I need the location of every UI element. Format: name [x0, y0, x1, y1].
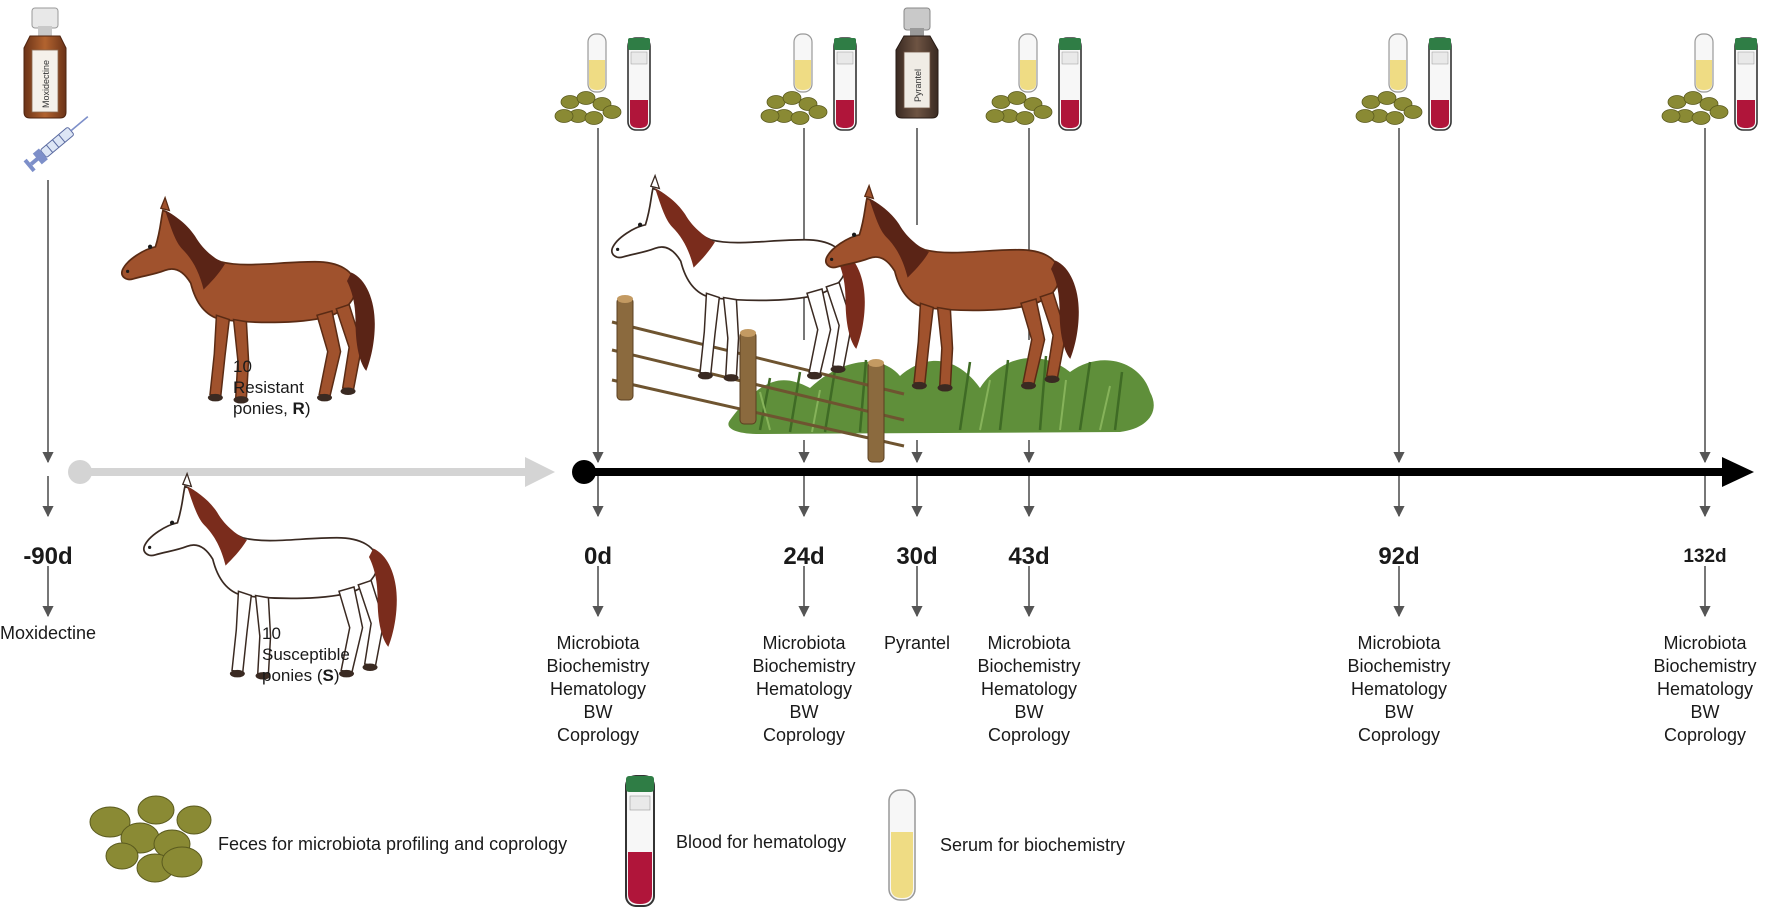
sample-icon-group [1661, 33, 1758, 131]
main-timeline [572, 457, 1754, 487]
sample-icon-group [554, 33, 651, 131]
resistant-group-label: 10 Resistant ponies, R) [233, 356, 311, 419]
sample-icon-groups [554, 33, 1758, 131]
blood-tube-icon [1734, 37, 1758, 131]
moxidectine-bottle-icon: Moxidectine [23, 7, 67, 119]
bay-horse-resistant-icon [121, 195, 375, 404]
feces-icon [1355, 91, 1423, 125]
sample-icon-group [985, 33, 1082, 131]
fence-icon [611, 295, 905, 463]
syringe-icon [23, 115, 89, 173]
susceptible-group-label: 10 Susceptible ponies (S) [262, 623, 350, 686]
paint-horse-pasture-icon [611, 173, 865, 382]
feces-icon [760, 91, 828, 125]
timepoint-day-minus90: -90d [23, 543, 73, 570]
legend-feces-icon [89, 795, 212, 883]
bay-horse-pasture-icon [825, 183, 1079, 392]
timepoint-day-43: 43d [1008, 543, 1050, 570]
legend-feces-label: Feces for microbiota profiling and copro… [218, 834, 568, 854]
sample-icon-group [760, 33, 857, 131]
legend-serum-tube-icon [888, 789, 916, 901]
timepoint-day-132: 132d [1683, 546, 1727, 567]
pre-period-arrow [68, 457, 555, 487]
sample-icon-group [1355, 33, 1452, 131]
legend-blood-tube-icon [625, 775, 655, 907]
timepoint-connectors [42, 128, 1711, 618]
serum-tube-icon [1388, 33, 1408, 93]
feces-icon [1661, 91, 1729, 125]
susceptible-line2: ponies (S) [262, 666, 340, 685]
feces-icon [554, 91, 622, 125]
timepoint-events-minus90: Moxidectine [0, 623, 97, 643]
blood-tube-icon [833, 37, 857, 131]
timepoint-events-30: Pyrantel [883, 633, 951, 653]
timepoint-day-24: 24d [783, 543, 825, 570]
feces-icon [985, 91, 1053, 125]
pyrantel-bottle-label: Pyrantel [913, 69, 923, 102]
susceptible-count: 10 [262, 624, 281, 643]
legend-blood-label: Blood for hematology [676, 832, 847, 852]
moxidectine-bottle-label: Moxidectine [41, 60, 51, 108]
timepoint-day-30: 30d [896, 543, 938, 570]
timepoint-day-92: 92d [1378, 543, 1420, 570]
serum-tube-icon [1018, 33, 1038, 93]
paint-horse-susceptible-icon [143, 471, 397, 680]
legend-serum-label: Serum for biochemistry [940, 835, 1126, 855]
serum-tube-icon [793, 33, 813, 93]
timepoint-day-0: 0d [583, 543, 612, 570]
serum-tube-icon [587, 33, 607, 93]
susceptible-line1: Susceptible [262, 645, 350, 664]
blood-tube-icon [627, 37, 651, 131]
pyrantel-bottle-icon: Pyrantel [895, 7, 939, 119]
blood-tube-icon [1058, 37, 1082, 131]
blood-tube-icon [1428, 37, 1452, 131]
resistant-count: 10 [233, 357, 252, 376]
resistant-line2: ponies, R) [233, 399, 311, 418]
serum-tube-icon [1694, 33, 1714, 93]
resistant-line1: Resistant [233, 378, 304, 397]
